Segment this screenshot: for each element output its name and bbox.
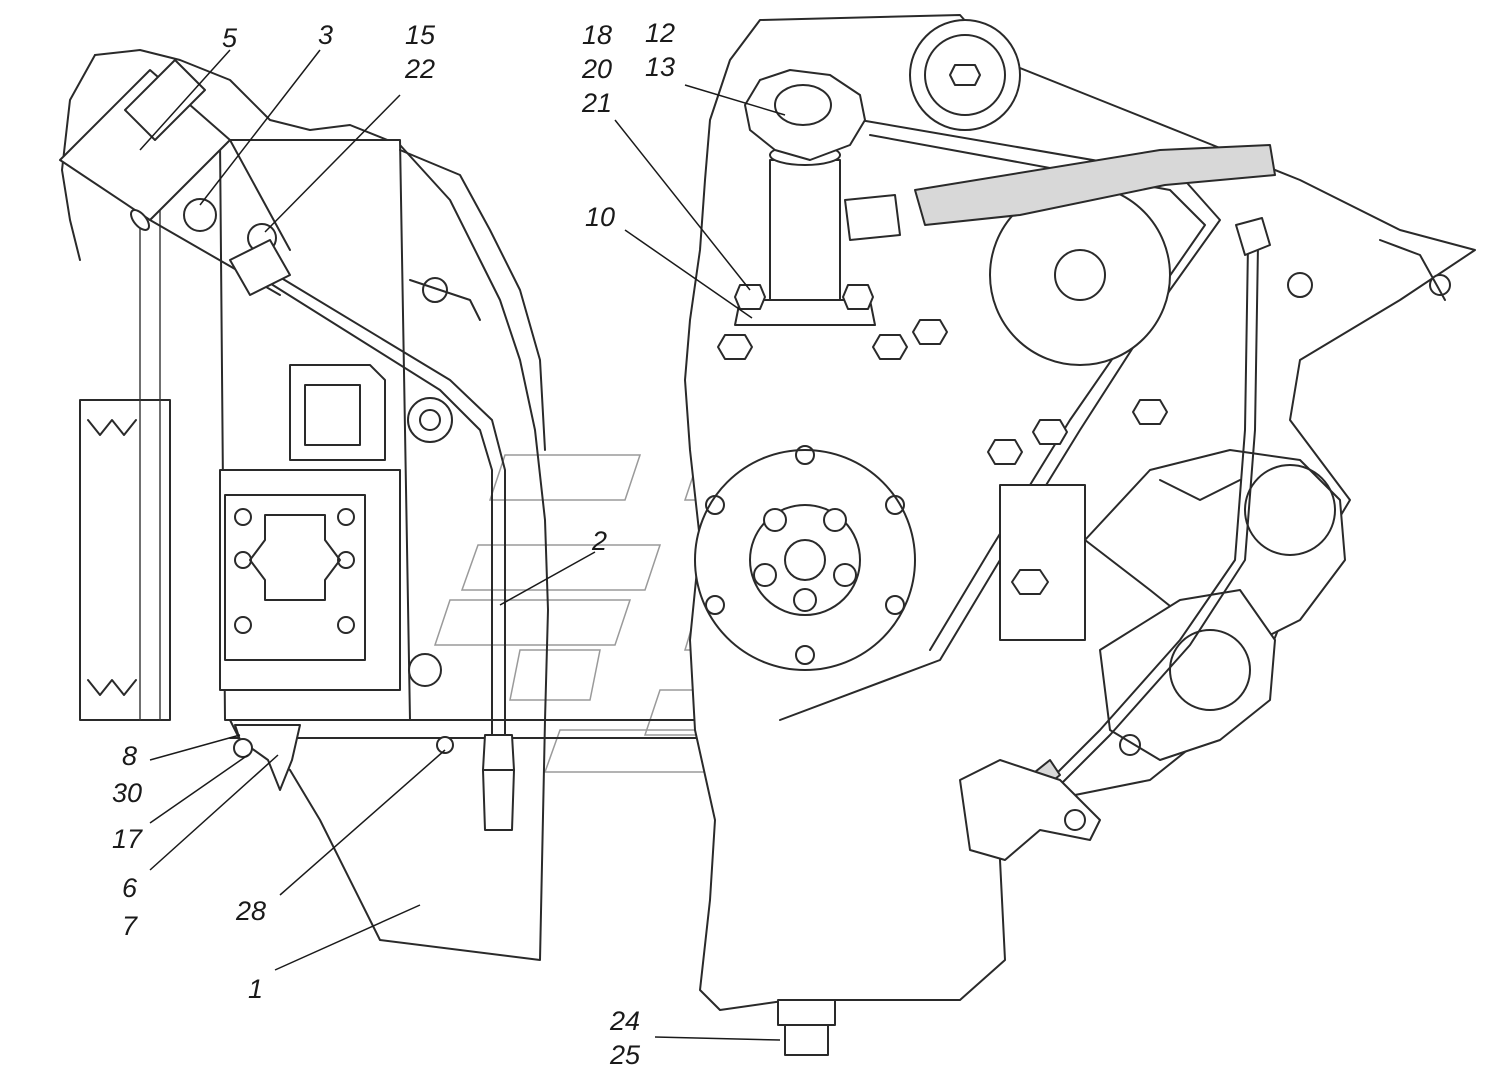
timing-cover [684, 14, 1476, 1056]
callout-18: 18 [582, 20, 612, 50]
callout-6: 6 [122, 873, 138, 903]
callout-labels: 5 3 15 22 18 20 21 12 13 10 2 8 30 17 6 … [112, 18, 675, 1070]
callout-25: 25 [609, 1040, 641, 1070]
right-engine-side [959, 217, 1451, 861]
callout-3: 3 [318, 20, 333, 50]
callout-21: 21 [581, 88, 612, 118]
callout-17: 17 [112, 824, 143, 854]
callout-7: 7 [122, 911, 138, 941]
left-engine-block [59, 49, 1001, 961]
callout-8: 8 [122, 741, 137, 771]
leader-lines [139, 49, 786, 1041]
callout-5: 5 [222, 23, 238, 53]
callout-24: 24 [609, 1006, 640, 1036]
callout-13: 13 [645, 52, 675, 82]
callout-22: 22 [404, 54, 435, 84]
callout-2: 2 [591, 526, 607, 556]
callout-20: 20 [581, 54, 612, 84]
callout-28: 28 [235, 896, 266, 926]
callout-30: 30 [112, 778, 142, 808]
callout-12: 12 [645, 18, 675, 48]
callout-1: 1 [248, 974, 263, 1004]
callout-10: 10 [585, 202, 615, 232]
callout-15: 15 [405, 20, 436, 50]
